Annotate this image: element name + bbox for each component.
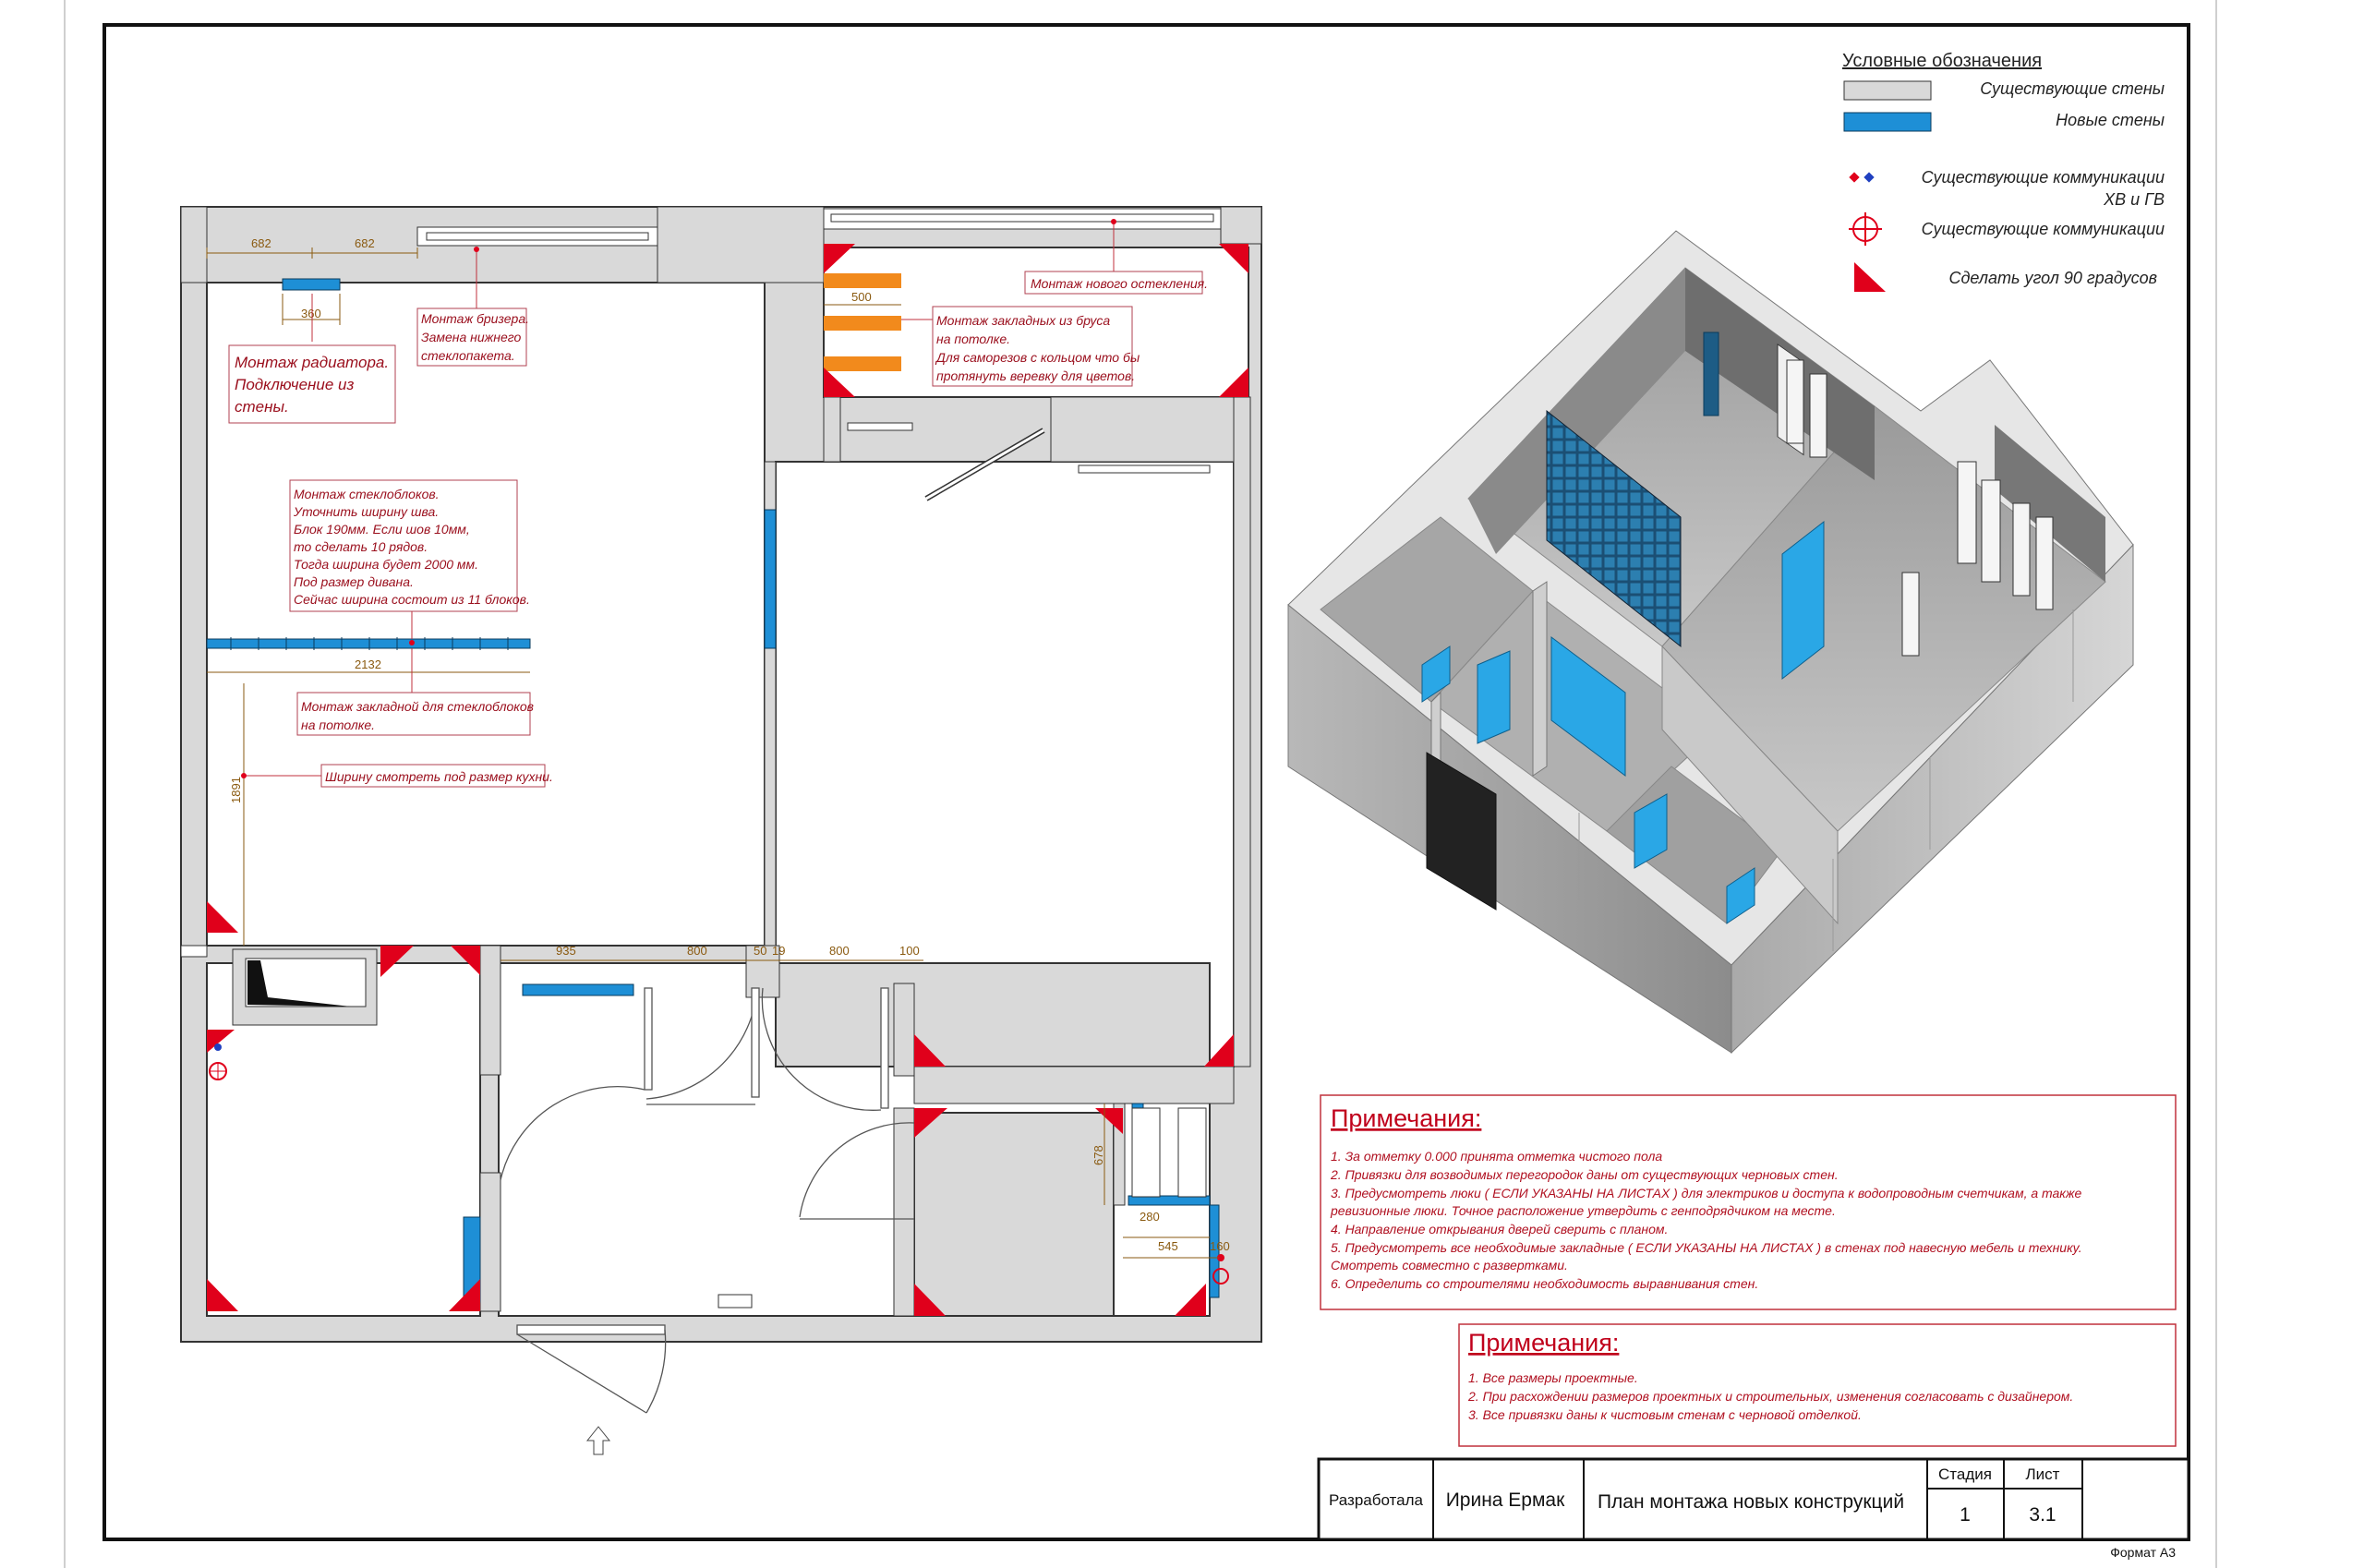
dim-800-a: 800 (687, 944, 707, 958)
svg-text:Монтаж бризера.: Монтаж бризера. (421, 311, 529, 326)
beam-1 (824, 273, 901, 288)
note-line: 2. Привязки для возводимых перегородок д… (1330, 1167, 1839, 1182)
stage-label: Стадия (1938, 1465, 1992, 1483)
note-line: Смотреть совместно с развертками. (1331, 1258, 1568, 1272)
dim-160: 160 (1210, 1239, 1230, 1253)
sheet-title: План монтажа новых конструкций (1598, 1491, 1904, 1513)
legend: Условные обозначения Существующие стены … (1842, 51, 2165, 292)
dim-100: 100 (899, 944, 920, 958)
sheet-frame (103, 23, 2190, 1541)
notes-general: Примечания: 1. За отметку 0.000 принята … (1320, 1094, 2177, 1310)
dim-50: 50 (754, 944, 766, 958)
legend-new-walls: Новые стены (2056, 111, 2165, 129)
notes-dimensions: Примечания: 1. Все размеры проектные. 2.… (1458, 1323, 2177, 1447)
dim-800-b: 800 (829, 944, 850, 958)
sheet-number: 3.1 (2029, 1504, 2056, 1526)
legend-communications: Существующие коммуникации (1922, 220, 2165, 238)
legend-existing-wall-swatch (1843, 80, 1932, 101)
stage-value: 1 (1960, 1504, 1971, 1526)
annotation-width-kitchen: Ширину смотреть под размер кухни. (320, 764, 553, 788)
note-line: 3. Предусмотреть люки ( ЕСЛИ УКАЗАНЫ НА … (1331, 1186, 2082, 1200)
legend-title: Условные обозначения (1842, 51, 2042, 71)
svg-text:Для саморезов с кольцом что бы: Для саморезов с кольцом что бы (935, 350, 1140, 365)
dim-935: 935 (556, 944, 576, 958)
developed-by-label: Разработала (1329, 1491, 1424, 1509)
svg-text:Блок 190мм. Если шов 10мм,: Блок 190мм. Если шов 10мм, (294, 522, 470, 537)
dim-545: 545 (1158, 1239, 1178, 1253)
svg-text:протянуть веревку для цветов.: протянуть веревку для цветов. (936, 368, 1135, 383)
svg-text:то сделать 10 рядов.: то сделать 10 рядов. (294, 539, 428, 554)
note-line: 1. Все размеры проектные. (1468, 1370, 1638, 1385)
note-line: 4. Направление открывания дверей сверить… (1331, 1222, 1668, 1236)
annotation-embedded: Монтаж закладной для стеклоблоков на пот… (296, 692, 534, 736)
svg-text:Подключение из: Подключение из (235, 376, 354, 393)
annotation-glazing: Монтаж нового остекления. (1024, 271, 1208, 295)
legend-existing-walls: Существующие стены (1980, 79, 2165, 98)
legend-new-wall-swatch (1843, 112, 1932, 132)
svg-text:Под размер дивана.: Под размер дивана. (294, 574, 414, 589)
beam-3 (824, 356, 901, 371)
note-line: 2. При расхождении размеров проектных и … (1467, 1389, 2073, 1404)
svg-text:Монтаж закладных из бруса: Монтаж закладных из бруса (936, 313, 1110, 328)
dim-360: 360 (301, 307, 321, 320)
notes-dimensions-title: Примечания: (1468, 1329, 1619, 1357)
dim-2132: 2132 (355, 657, 381, 671)
notes-general-title: Примечания: (1331, 1104, 1481, 1132)
dim-500: 500 (851, 290, 872, 304)
legend-right-angle: Сделать угол 90 градусов (1948, 269, 2157, 287)
note-line: ревизионные люки. Точное расположение ут… (1330, 1203, 1836, 1218)
floor-plan: 682 682 360 500 2132 1891 935 800 50 19 … (180, 206, 1262, 1455)
legend-communications-cw-hw-2: ХВ и ГВ (2103, 190, 2165, 209)
dim-678: 678 (1092, 1145, 1105, 1165)
dim-682-b: 682 (355, 236, 375, 250)
isometric-3d-view (1287, 230, 2134, 1055)
svg-text:стеклопакета.: стеклопакета. (421, 348, 515, 363)
crosshair-circle-icon (1849, 212, 1882, 246)
svg-text:на потолке.: на потолке. (936, 332, 1010, 346)
svg-text:Уточнить ширину шва.: Уточнить ширину шва. (293, 504, 439, 519)
dim-682-a: 682 (251, 236, 271, 250)
svg-text:Ширину смотреть под размер кух: Ширину смотреть под размер кухни. (325, 769, 553, 784)
annotation-breezer: Монтаж бризера. Замена нижнего стеклопак… (416, 308, 529, 367)
svg-text:Монтаж радиатора.: Монтаж радиатора. (235, 354, 389, 371)
paper-format: Формат А3 (2110, 1545, 2176, 1560)
title-block: Разработала Ирина Ермак План монтажа нов… (1317, 1457, 2190, 1560)
svg-text:Замена нижнего: Замена нижнего (421, 330, 522, 344)
dim-1891: 1891 (229, 777, 243, 803)
annotation-radiator: Монтаж радиатора. Подключение из стены. (228, 344, 396, 424)
dim-280: 280 (1140, 1210, 1160, 1224)
new-wall-partition-4 (1209, 1204, 1220, 1298)
svg-text:Тогда ширина будет 2000 мм.: Тогда ширина будет 2000 мм. (294, 557, 478, 572)
note-line: 1. За отметку 0.000 принята отметка чист… (1331, 1149, 1662, 1164)
annotation-beams: Монтаж закладных из бруса на потолке. Дл… (932, 306, 1140, 387)
sheet-label: Лист (2026, 1465, 2060, 1483)
svg-text:Монтаж нового остекления.: Монтаж нового остекления. (1031, 276, 1208, 291)
annotation-glassblocks: Монтаж стеклоблоков. Уточнить ширину шва… (289, 479, 530, 612)
author-name: Ирина Ермак (1446, 1490, 1565, 1511)
svg-text:на потолке.: на потолке. (301, 718, 375, 732)
svg-text:Сейчас ширина состоит из 11 бл: Сейчас ширина состоит из 11 блоков. (294, 592, 530, 607)
red-blue-diamond-icon (1849, 172, 1875, 183)
new-wall-glassblock (206, 638, 531, 649)
svg-text:Монтаж стеклоблоков.: Монтаж стеклоблоков. (294, 487, 440, 501)
svg-text:Монтаж закладной для стеклобло: Монтаж закладной для стеклоблоков (301, 699, 534, 714)
beam-2 (824, 316, 901, 331)
note-line: 3. Все привязки даны к чистовым стенам с… (1468, 1407, 1862, 1422)
radiator (282, 278, 341, 291)
note-line: 5. Предусмотреть все необходимые закладн… (1331, 1240, 2082, 1255)
note-line: 6. Определить со строителями необходимос… (1331, 1276, 1758, 1291)
legend-communications-cw-hw: Существующие коммуникации (1922, 168, 2165, 187)
red-triangle-icon (1854, 262, 1886, 292)
new-wall-partition-2 (522, 983, 634, 996)
new-wall-partition-1 (764, 509, 777, 649)
dim-19: 19 (772, 944, 785, 958)
svg-text:стены.: стены. (235, 398, 289, 416)
